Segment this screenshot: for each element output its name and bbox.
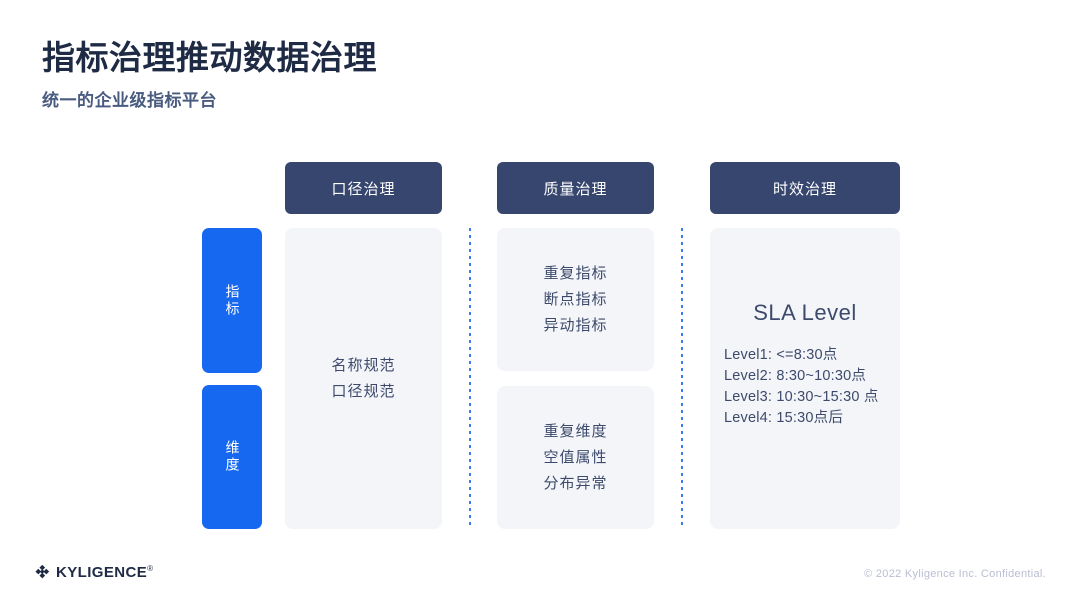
kyligence-diamond-icon: [34, 564, 51, 581]
panel-quality-dimension-text: 重复维度 空值属性 分布异常: [543, 422, 608, 492]
row-tab-dimension: 维度: [202, 385, 262, 529]
row-tab-dimension-label: 维度: [224, 440, 241, 474]
page-title: 指标治理推动数据治理: [42, 39, 377, 76]
panel-quality-metric: 重复指标 断点指标 异动指标: [497, 228, 654, 371]
panel-scope-text: 名称规范 口径规范: [331, 356, 396, 400]
page-subtitle: 统一的企业级指标平台: [42, 91, 217, 110]
sla-title: SLA Level: [753, 300, 857, 325]
row-tab-metric: 指标: [202, 228, 262, 373]
row-tab-metric-label: 指标: [224, 283, 241, 318]
footer-copyright: © 2022 Kyligence Inc. Confidential.: [864, 568, 1046, 580]
trademark-symbol: ®: [147, 564, 154, 573]
brand-logo: KYLIGENCE®: [34, 564, 153, 581]
panel-scope-governance: 名称规范 口径规范: [285, 228, 442, 529]
column-header-quality: 质量治理: [497, 162, 654, 214]
panel-sla: SLA Level Level1: <=8:30点 Level2: 8:30~1…: [710, 228, 900, 529]
column-header-timeliness: 时效治理: [710, 162, 900, 214]
panel-quality-metric-text: 重复指标 断点指标 异动指标: [543, 264, 608, 334]
panel-quality-dimension: 重复维度 空值属性 分布异常: [497, 386, 654, 529]
column-header-scope: 口径治理: [285, 162, 442, 214]
column-divider-2: [681, 228, 683, 529]
column-divider-1: [469, 228, 471, 529]
sla-level-list: Level1: <=8:30点 Level2: 8:30~10:30点 Leve…: [724, 347, 879, 426]
brand-logo-text: KYLIGENCE®: [56, 564, 154, 581]
